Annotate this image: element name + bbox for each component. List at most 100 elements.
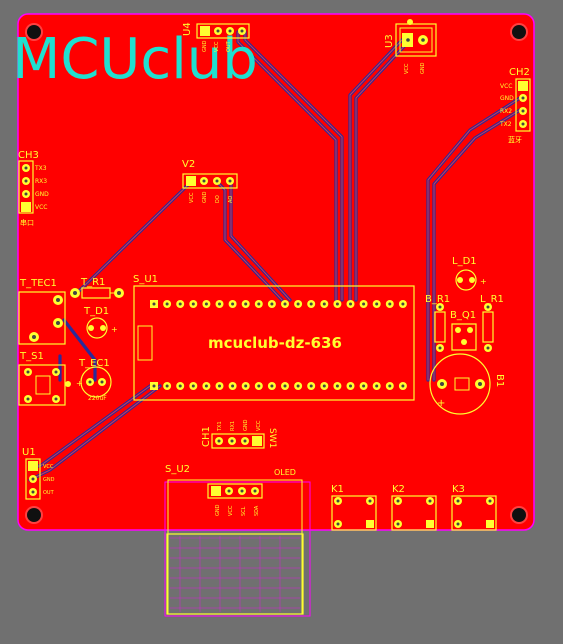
header-ch1 (211, 433, 265, 449)
s-u2-pin-1: GND (215, 504, 221, 516)
mcu-pin-hole (296, 384, 300, 388)
mcu-pin-hole (283, 384, 287, 388)
t-ec1-value: 220uF (88, 395, 107, 402)
u1-pin-1: VCC (43, 464, 54, 470)
mcu-pin-row-top (150, 300, 407, 308)
u1-designator: U1 (22, 447, 36, 458)
mcu-pin-hole (283, 302, 287, 306)
ch3-designator: CH3 (18, 150, 39, 161)
mcu-pin-hole (191, 384, 195, 388)
b1-designator: B1 (494, 374, 505, 387)
ch1-pin-4: VCC (256, 420, 262, 431)
t-d1-designator: T_D1 (83, 306, 109, 317)
svg-text:+: + (437, 398, 445, 409)
s-u2-designator: S_U2 (165, 464, 190, 475)
mcu-pin-hole (388, 302, 392, 306)
u4-pin-3: OUT (226, 40, 232, 52)
resistor-b-r1 (434, 303, 446, 352)
ch2-pin-3: RX2 (500, 108, 512, 115)
svg-text:+: + (111, 325, 118, 334)
mcu-pin-hole (375, 302, 379, 306)
ch2-designator: CH2 (509, 67, 530, 78)
mcu-pin-hole (309, 302, 313, 306)
mcu-pin-hole (231, 302, 235, 306)
s-u2-pin-4: SDA (254, 505, 260, 516)
mcu-pin-hole (349, 302, 352, 306)
u3-pin-2: GND (420, 62, 426, 74)
s-u1-designator: S_U1 (133, 274, 158, 285)
header-v2 (182, 173, 238, 189)
v2-pin-2: GND (202, 191, 208, 203)
k1-designator: K1 (331, 484, 344, 495)
resistor-l-r1 (482, 303, 494, 352)
mcu-pin-hole (244, 384, 248, 388)
u4-pin-1: GND (202, 40, 208, 52)
s-u2-pin-3: SCL (241, 506, 247, 516)
v2-pin-4: AO (228, 196, 234, 203)
header-ch3 (18, 160, 34, 214)
mcu-pin-hole (178, 384, 182, 388)
mcu-pin-hole (270, 302, 274, 306)
u1-pin-3: OUT (43, 490, 55, 496)
button-k1 (331, 495, 377, 531)
mcu-pin-hole (362, 384, 366, 388)
component-t-tec1 (18, 291, 66, 345)
l-r1-designator: L_R1 (480, 294, 504, 305)
mcu-pin-hole (322, 384, 326, 388)
mcu-pin-hole (362, 302, 366, 306)
svg-text:+: + (76, 379, 83, 388)
ch1-pin-3: GND (243, 419, 249, 431)
ch2-pin-1: VCC (500, 83, 512, 90)
mcu-pin-hole (218, 384, 221, 388)
sw1-designator: SW1 (267, 428, 277, 448)
ch1-pin-1: TX1 (217, 421, 223, 432)
v2-pin-3: DO (215, 195, 221, 203)
header-u4 (196, 23, 250, 39)
mcu-pin-row-bottom (150, 382, 407, 390)
led-t-d1: + (86, 317, 118, 339)
b-q1-designator: B_Q1 (450, 310, 476, 321)
switch-t-s1 (18, 364, 71, 406)
mcu-pin-hole (322, 302, 326, 306)
svg-text:+: + (480, 277, 487, 286)
k2-designator: K2 (392, 484, 405, 495)
u4-designator: U4 (182, 22, 193, 36)
ch3-pin-1: TX3 (34, 165, 47, 172)
mcu-pin-hole (296, 302, 300, 306)
s-u2-pin-2: VCC (228, 505, 234, 516)
t-ec1-designator: T_EC1 (78, 358, 110, 369)
button-k2 (391, 495, 437, 531)
mcu-chip-label: mcuclub-dz-636 (208, 334, 342, 352)
ch3-pin-4: VCC (35, 204, 47, 211)
t-r1-designator: T_R1 (80, 277, 105, 288)
mcu-pin-hole (257, 384, 261, 388)
ch3-pin-2: RX3 (35, 178, 47, 185)
mcu-pin-hole (178, 302, 182, 306)
mcu-pin-hole (335, 384, 339, 388)
b-r1-designator: B_R1 (425, 294, 450, 305)
buzzer-b1: + (429, 353, 491, 415)
transistor-b-q1 (451, 323, 477, 351)
mcu-pin-hole (165, 384, 169, 388)
mcu-pin-hole (375, 384, 379, 388)
v2-designator: V2 (182, 159, 195, 170)
ch2-pin-2: GND (500, 95, 514, 102)
mcu-pin-hole (204, 302, 208, 306)
t-tec1-designator: T_TEC1 (19, 278, 57, 289)
mcu-pin-hole (191, 302, 195, 306)
mcu-pin-hole (335, 302, 339, 306)
ch2-pin-4: TX2 (499, 121, 512, 128)
mcu-pin-hole (401, 384, 405, 388)
mcu-pin-hole (309, 384, 313, 388)
mcu-pin-hole (349, 384, 352, 388)
button-k3 (451, 495, 497, 531)
ch1-pin-2: RX1 (230, 421, 236, 431)
capacitor-t-ec1: + (76, 366, 112, 398)
u3-pin-1: VCC (404, 63, 410, 74)
brand-logo: MCUclub (12, 27, 258, 92)
mcu-pin-hole (152, 302, 156, 306)
pcb-board-outline (17, 13, 535, 531)
mcu-pin-hole (165, 302, 169, 306)
resistor-t-r1 (70, 287, 124, 299)
